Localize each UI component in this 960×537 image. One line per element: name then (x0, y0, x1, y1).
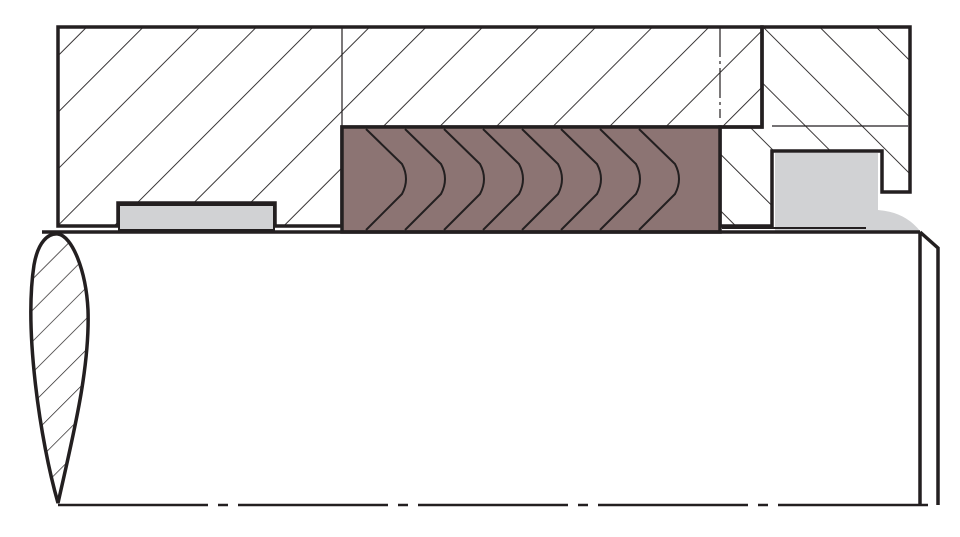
shaft-chamfer-end (918, 230, 940, 505)
packing-ring-separator (560, 128, 602, 231)
shaft (29, 230, 940, 507)
packing-ring-separator (638, 128, 680, 231)
packing-ring-separator (443, 128, 485, 231)
packing-ring-separator (482, 128, 524, 231)
packing-ring-separator (365, 128, 407, 231)
packing-body (340, 125, 722, 234)
packing-set (340, 125, 722, 234)
packing-ring-separator (599, 128, 641, 231)
packing-ring-separator (521, 128, 563, 231)
shaft-break-section (29, 232, 90, 504)
groove-ring (118, 204, 275, 231)
packing-chevrons (365, 128, 680, 231)
packing-ring-separator (404, 128, 446, 231)
gland (718, 25, 912, 228)
gland-seal-ring (775, 153, 920, 231)
